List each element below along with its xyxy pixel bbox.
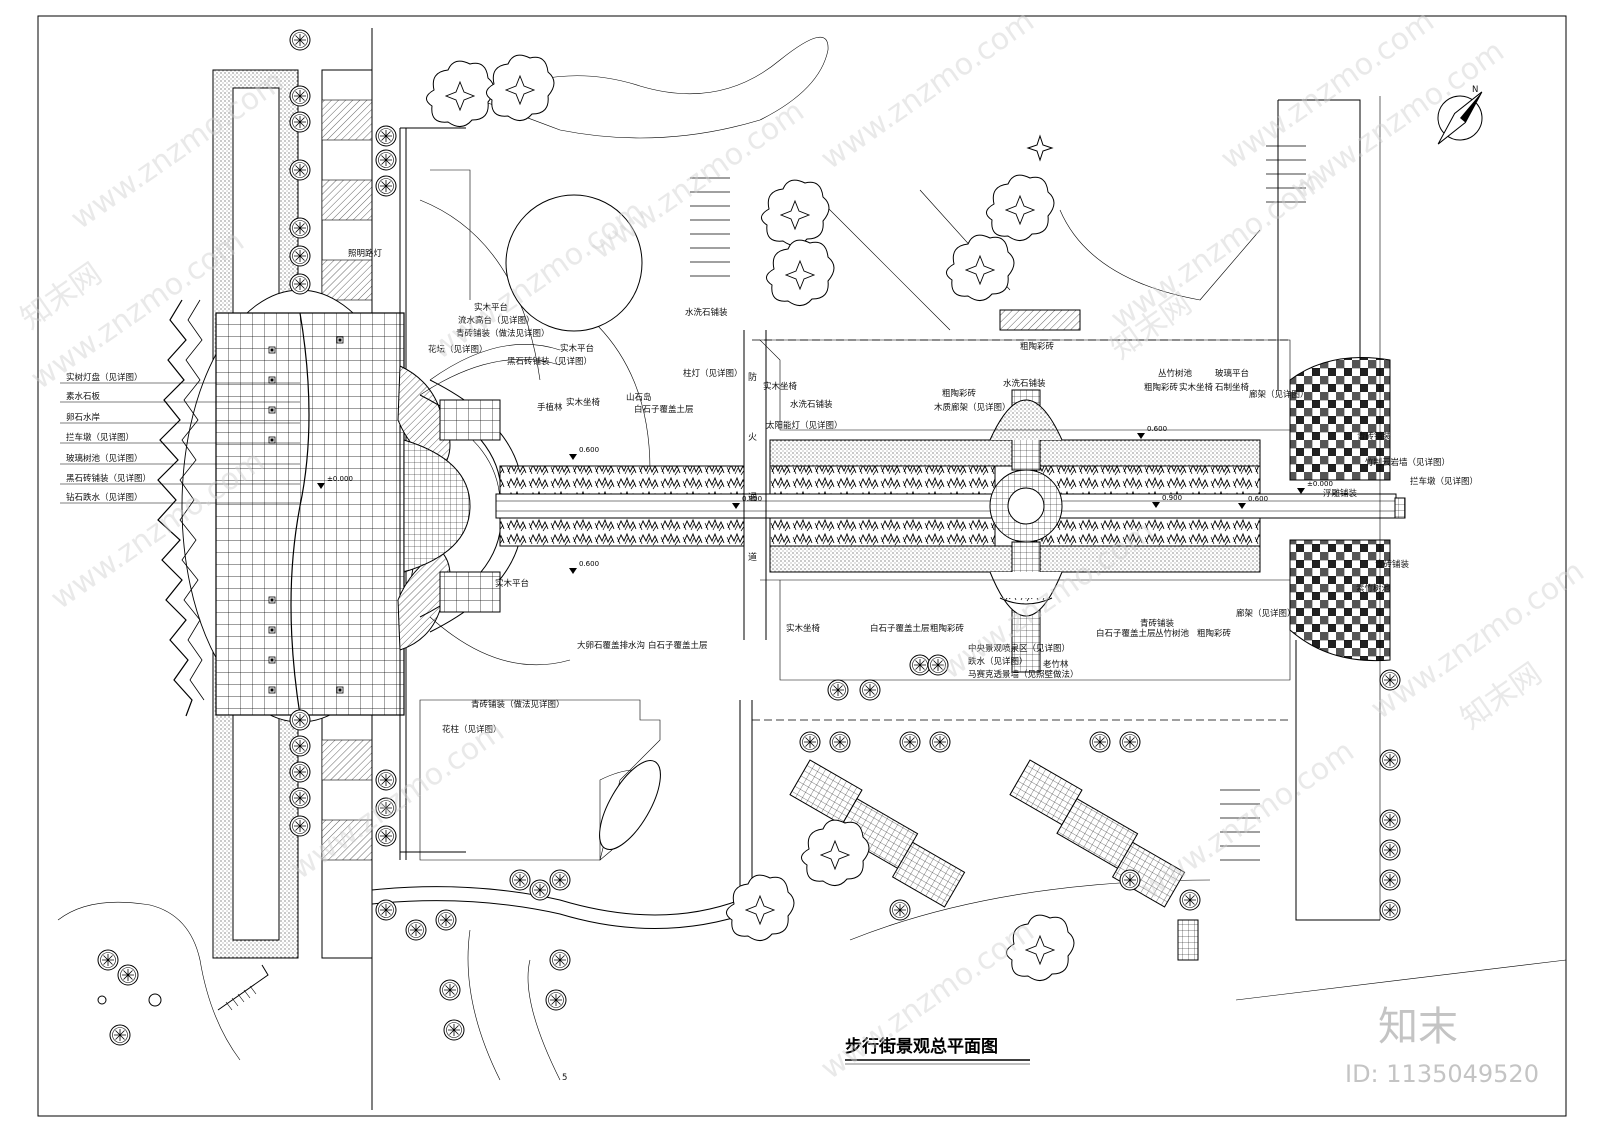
mid-callouts: 实木坐椅水洗石铺装太阳能灯（见详图）木质廊架（见详图）粗陶彩砖水洗石铺装粗陶彩砖… bbox=[763, 341, 1478, 499]
top-callout-label: 黑石砖铺装（见详图） bbox=[507, 356, 592, 367]
elevation-marker-icon bbox=[1297, 488, 1305, 494]
mid-callout-label: 实木坐椅 bbox=[1179, 382, 1214, 393]
bottom-callout-label: 实木坐椅 bbox=[786, 623, 821, 634]
mid-callout-label: 粗陶彩砖 bbox=[942, 388, 977, 399]
elevation-label: 0.900 bbox=[1162, 494, 1182, 502]
elevation-markers: ±0.000 0.600 0.900 0.600 0.600 0.900 0.600 ±0.0… bbox=[317, 425, 1333, 574]
top-callout-label: 实木坐椅 bbox=[566, 397, 601, 408]
bottom-callout-label: 青砖铺装（做法见详图） bbox=[471, 699, 565, 710]
bottom-callout-label: 粗陶彩砖 bbox=[1197, 628, 1232, 639]
top-callout-label: 流水高台（见详图） bbox=[458, 315, 535, 326]
site-cn-watermark: 知末网 bbox=[1455, 656, 1549, 736]
bottom-callout-label: 丛竹树池 bbox=[1155, 628, 1190, 639]
bottom-callout-label: 素竹树池 bbox=[1356, 583, 1391, 594]
top-callouts: 实木平台流水高台（见详图）青砖铺装（做法见详图）花坛（见详图）黑石砖铺装（见详图… bbox=[348, 248, 743, 415]
top-callout-label: 柱灯（见详图） bbox=[683, 368, 743, 379]
pedestrian-street bbox=[371, 36, 1567, 1081]
elevation-label: 0.600 bbox=[579, 446, 599, 454]
top-callout-label: 照明路灯 bbox=[348, 248, 383, 259]
top-callout-label: 青砖铺装（做法见详图） bbox=[456, 328, 550, 339]
mid-callout-label: 丛竹树池 bbox=[1158, 368, 1193, 379]
left-callout-label: 黑石砖铺装（见详图） bbox=[66, 473, 151, 484]
bottom-callout-label: 老竹林 bbox=[1043, 659, 1069, 670]
top-callout-label: 实木平台 bbox=[560, 343, 594, 354]
mid-callout-label: 实木坐椅 bbox=[763, 381, 798, 392]
bottom-callout-label: 青砖铺装 bbox=[1375, 559, 1410, 570]
elevation-marker-icon bbox=[569, 454, 577, 460]
elevation-label: 0.600 bbox=[1248, 495, 1268, 503]
site-watermark: www.znzmo.com bbox=[815, 4, 1041, 177]
top-callout-label: 花坛（见详图） bbox=[428, 344, 488, 355]
bottom-callout-label: 中央景观喷泉区（见详图） bbox=[968, 643, 1070, 654]
elevation-marker-icon bbox=[317, 483, 325, 489]
top-callout-label: 白石子覆盖土层 bbox=[634, 404, 694, 415]
site-watermark: www.znzmo.com bbox=[285, 714, 511, 887]
elevation-marker-icon bbox=[1137, 433, 1145, 439]
elevation-label: 0.600 bbox=[579, 560, 599, 568]
sheet-number: 5 bbox=[562, 1073, 567, 1083]
north-arrow-icon bbox=[1437, 91, 1483, 145]
elevation-label: 0.900 bbox=[742, 495, 762, 503]
bottom-callout-label: 廊架（见详图） bbox=[1236, 608, 1296, 619]
id-watermark: ID: 1135049520 bbox=[1345, 1060, 1539, 1088]
elevation-label: ±0.000 bbox=[327, 475, 353, 483]
left-callout-label: 实树灯盘（见详图） bbox=[66, 372, 143, 383]
bottom-callout-label: 白石子覆盖土层 bbox=[1096, 628, 1156, 639]
left-callout-label: 素水石板 bbox=[66, 391, 101, 402]
elevation-marker-icon bbox=[1238, 503, 1246, 509]
bottom-callout-label: 马赛克透景墙（见照壁做法） bbox=[968, 669, 1079, 680]
left-callout-label: 玻璃树池（见详图） bbox=[66, 453, 143, 464]
elevation-label: ±0.000 bbox=[1307, 480, 1333, 488]
left-plaza bbox=[57, 28, 466, 1110]
top-callout-label: 山石岛 bbox=[626, 392, 652, 403]
north-label: N bbox=[1472, 85, 1478, 95]
top-callout-label: 水洗石铺装 bbox=[685, 307, 728, 318]
bottom-callout-label: 跌水（见详图） bbox=[968, 656, 1028, 667]
mid-callout-label: 太阳能灯（见详图） bbox=[766, 420, 843, 431]
left-callout-label: 卵石水岸 bbox=[66, 412, 101, 423]
elevation-marker-icon bbox=[732, 503, 740, 509]
mid-callout-label: 水洗石铺装 bbox=[790, 399, 833, 410]
mid-callout-label: 玻璃平台 bbox=[1215, 368, 1249, 379]
bottom-callout-label: 花柱（见详图） bbox=[442, 724, 502, 735]
left-callout-label: 钻石跌水（见详图） bbox=[66, 492, 143, 503]
mid-callout-label: 竹制云岩墙（见详图） bbox=[1365, 457, 1450, 468]
elevation-label: 0.600 bbox=[1147, 425, 1167, 433]
drawing-frame bbox=[37, 15, 1567, 1117]
mid-callout-label: 浮雕铺装 bbox=[1323, 488, 1358, 499]
bottom-callout-label: 大卵石覆盖排水沟 bbox=[577, 640, 645, 651]
mid-callout-label: 粗陶彩砖 bbox=[1144, 382, 1179, 393]
site-watermark: www.znzmo.com bbox=[1135, 734, 1361, 907]
bottom-callout-label: 粗陶彩砖 bbox=[930, 623, 965, 634]
bottom-callout-label: 实木平台 bbox=[495, 578, 529, 589]
mid-callout-label: 水洗石铺装 bbox=[1003, 378, 1046, 389]
mid-callout-label: 粗陶彩砖 bbox=[1020, 341, 1055, 352]
brand-watermark: 知末 bbox=[1378, 1004, 1458, 1050]
top-callout-label: 手植林 bbox=[537, 402, 563, 413]
mid-callout-label: 木质廊架（见详图） bbox=[934, 402, 1011, 413]
road-label: 防火通道 bbox=[748, 371, 757, 563]
mid-callout-label: 石制坐椅 bbox=[1215, 382, 1250, 393]
bottom-callout-label: 白石子覆盖土层 bbox=[870, 623, 930, 634]
mid-callout-label: 青砖铺装 bbox=[1357, 431, 1392, 442]
left-callout-label: 拦车墩（见详图） bbox=[66, 432, 134, 443]
bottom-callout-label: 白石子覆盖土层 bbox=[648, 640, 708, 651]
elevation-marker-icon bbox=[569, 568, 577, 574]
sun-icon bbox=[1026, 134, 1054, 162]
drawing-title: 步行街景观总平面图 bbox=[845, 1036, 998, 1057]
mid-callout-label: 廊架（见详图） bbox=[1249, 389, 1309, 400]
bottom-callout-label: 青砖铺装 bbox=[1140, 618, 1175, 629]
elevation-marker-icon bbox=[1152, 502, 1160, 508]
bottom-callouts: 实木平台大卵石覆盖排水沟白石子覆盖土层青砖铺装（做法见详图）花柱（见详图）实木坐… bbox=[442, 559, 1410, 735]
mid-callout-label: 拦车墩（见详图） bbox=[1410, 476, 1478, 487]
top-callout-label: 实木平台 bbox=[474, 302, 508, 313]
